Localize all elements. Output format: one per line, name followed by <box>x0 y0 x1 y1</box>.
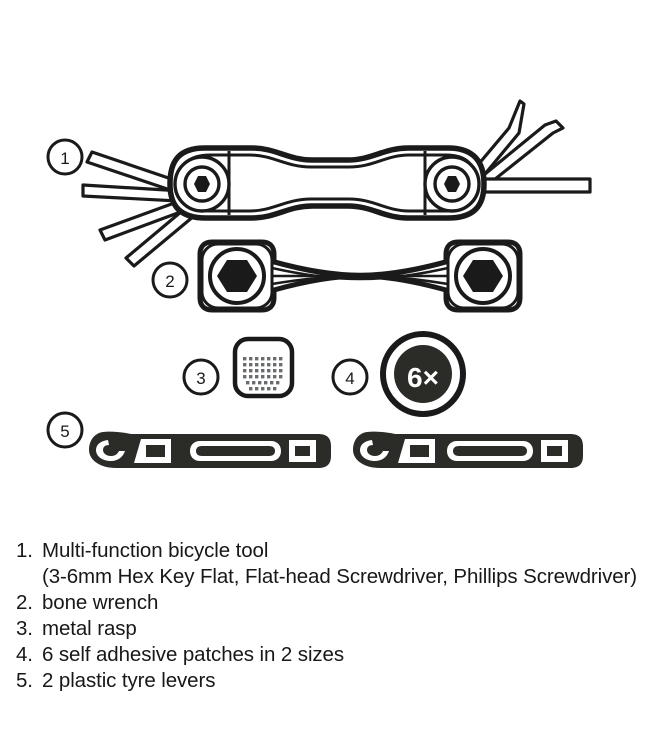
patches-count-badge: 6× <box>407 362 439 393</box>
legend-item-4-number: 4. <box>16 643 33 666</box>
callout-5-label: 5 <box>60 422 69 441</box>
callout-4-label: 4 <box>345 369 354 388</box>
legend-item-5: 5. 2 plastic tyre levers <box>16 668 646 694</box>
legend-item-5-label: 2 plastic tyre levers <box>42 669 216 692</box>
plastic-tyre-levers: 5 <box>46 411 583 468</box>
callout-3-label: 3 <box>196 369 205 388</box>
legend-item-2: 2. bone wrench <box>16 590 646 616</box>
bone-wrench: 2 <box>151 239 523 313</box>
patches-outer-ring <box>380 331 466 417</box>
legend-item-2-number: 2. <box>16 591 33 614</box>
pivot-left-hex <box>194 176 210 192</box>
callout-5: 5 <box>46 411 84 449</box>
callout-1: 1 <box>46 138 84 176</box>
bone-wrench-socket-right <box>446 242 520 310</box>
metal-rasp: 3 <box>182 336 295 399</box>
legend-item-3-number: 3. <box>16 617 33 640</box>
legend-item-4: 4. 6 self adhesive patches in 2 sizes <box>16 642 646 668</box>
multi-function-bicycle-tool: 1 <box>46 99 592 268</box>
self-adhesive-patches: 6× 4 <box>331 331 466 417</box>
tyre-lever-1-body <box>89 431 331 468</box>
legend-item-1-number: 1. <box>16 539 33 562</box>
legend-item-3: 3. metal rasp <box>16 616 646 642</box>
legend-item-5-number: 5. <box>16 669 33 692</box>
hex-socket-right <box>463 260 503 292</box>
callout-4: 4 <box>331 358 369 396</box>
legend-item-2-label: bone wrench <box>42 591 159 614</box>
parts-diagram: 1 <box>46 99 592 468</box>
legend-item-1-label: Multi-function bicycle tool <box>42 539 269 562</box>
tyre-lever-2 <box>353 431 583 468</box>
multi-tool-body-outline <box>167 145 487 221</box>
callout-3: 3 <box>182 358 220 396</box>
multi-tool-body <box>167 145 487 221</box>
patches-inner-disc <box>394 345 452 403</box>
parts-legend: 1. Multi-function bicycle tool (3-6mm He… <box>16 538 646 694</box>
pivot-left <box>173 155 231 213</box>
legend-item-1-sublabel: (3-6mm Hex Key Flat, Flat-head Screwdriv… <box>42 565 637 588</box>
bone-wrench-socket-left <box>200 242 274 310</box>
callout-1-label: 1 <box>60 149 69 168</box>
callout-2-label: 2 <box>165 272 174 291</box>
bone-wrench-shaft-lines <box>271 258 449 286</box>
hex-socket-left <box>217 260 257 292</box>
legend-item-3-label: metal rasp <box>42 617 137 640</box>
tyre-lever-1 <box>89 431 331 468</box>
pivot-right-hex <box>444 176 460 192</box>
legend-item-1-text-wrap: Multi-function bicycle tool (3-6mm Hex K… <box>42 538 637 590</box>
tyre-lever-2-body <box>353 431 583 468</box>
callout-2: 2 <box>151 261 189 299</box>
metal-rasp-tooth-grid <box>243 357 283 391</box>
pivot-right <box>423 155 481 213</box>
legend-item-4-label: 6 self adhesive patches in 2 sizes <box>42 643 344 666</box>
legend-item-1: 1. Multi-function bicycle tool (3-6mm He… <box>16 538 646 590</box>
